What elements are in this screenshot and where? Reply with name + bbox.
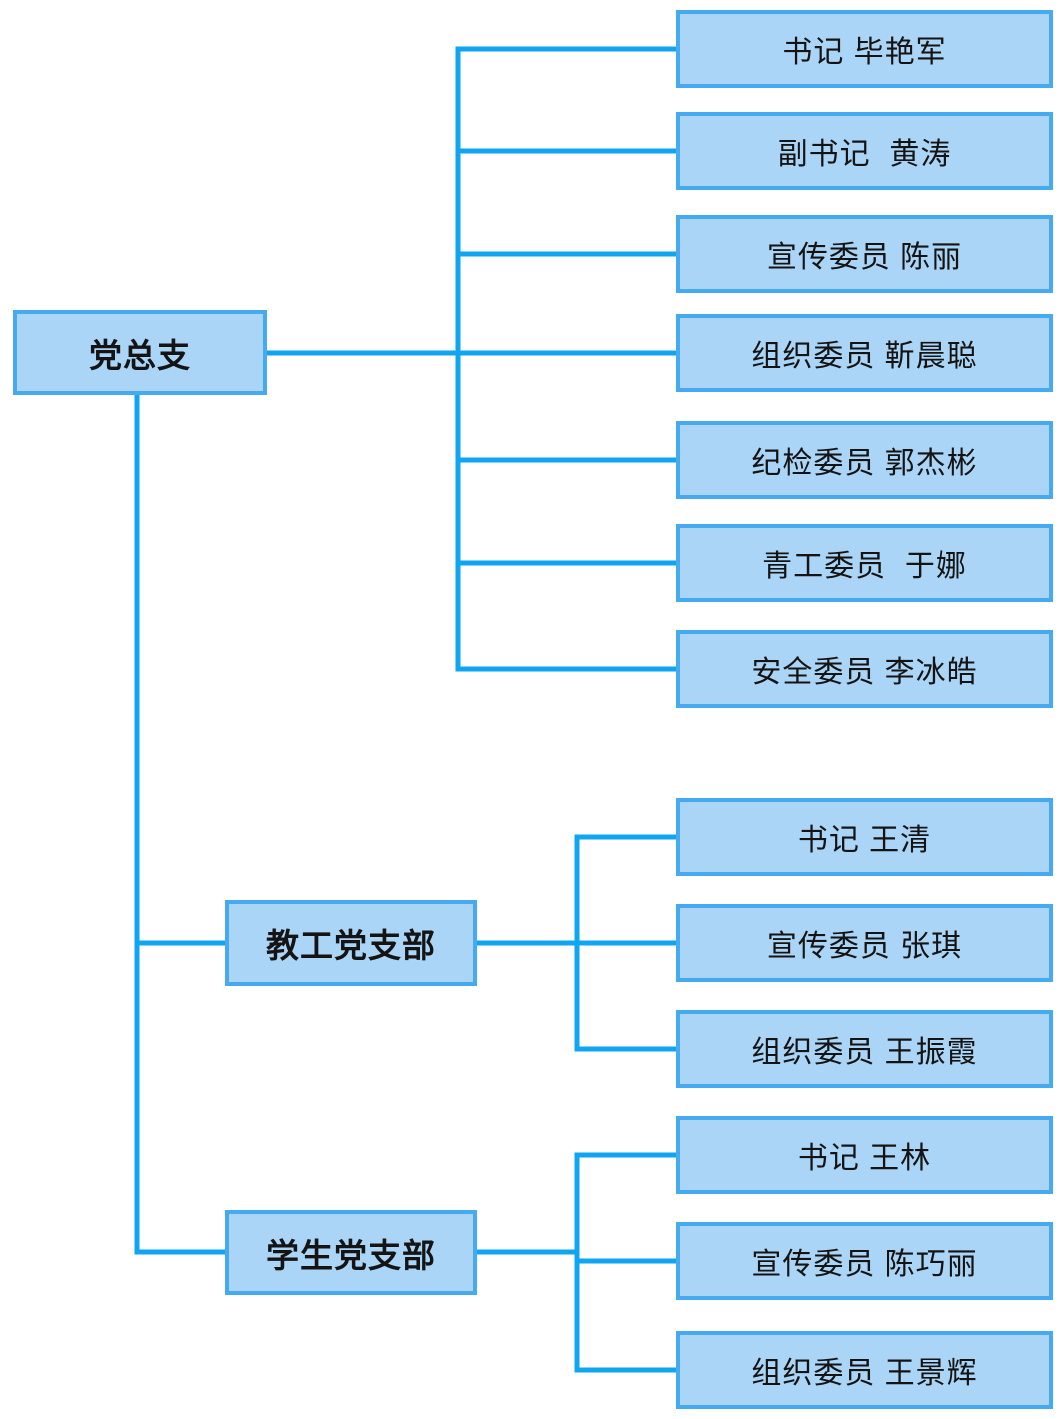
leaf-node-root-child: 副书记 黄涛 — [676, 112, 1053, 190]
leaf-node-student-child: 组织委员 王景辉 — [676, 1331, 1053, 1409]
leaf-node-root-child: 青工委员 于娜 — [676, 524, 1053, 602]
leaf-node-root-child: 宣传委员 陈丽 — [676, 215, 1053, 293]
leaf-node-faculty-child: 书记 王清 — [676, 798, 1053, 876]
leaf-node-student-child: 书记 王林 — [676, 1116, 1053, 1194]
leaf-node-student-child: 宣传委员 陈巧丽 — [676, 1222, 1053, 1300]
node-student-party-branch: 学生党支部 — [225, 1210, 477, 1295]
node-faculty-party-branch: 教工党支部 — [225, 900, 477, 986]
leaf-node-faculty-child: 组织委员 王振霞 — [676, 1010, 1053, 1088]
node-party-general-branch: 党总支 — [13, 310, 267, 395]
leaf-node-root-child: 纪检委员 郭杰彬 — [676, 421, 1053, 499]
leaf-node-root-child: 安全委员 李冰皓 — [676, 630, 1053, 708]
leaf-node-faculty-child: 宣传委员 张琪 — [676, 904, 1053, 982]
leaf-node-root-child: 书记 毕艳军 — [676, 10, 1053, 88]
leaf-node-root-child: 组织委员 靳晨聪 — [676, 314, 1053, 392]
